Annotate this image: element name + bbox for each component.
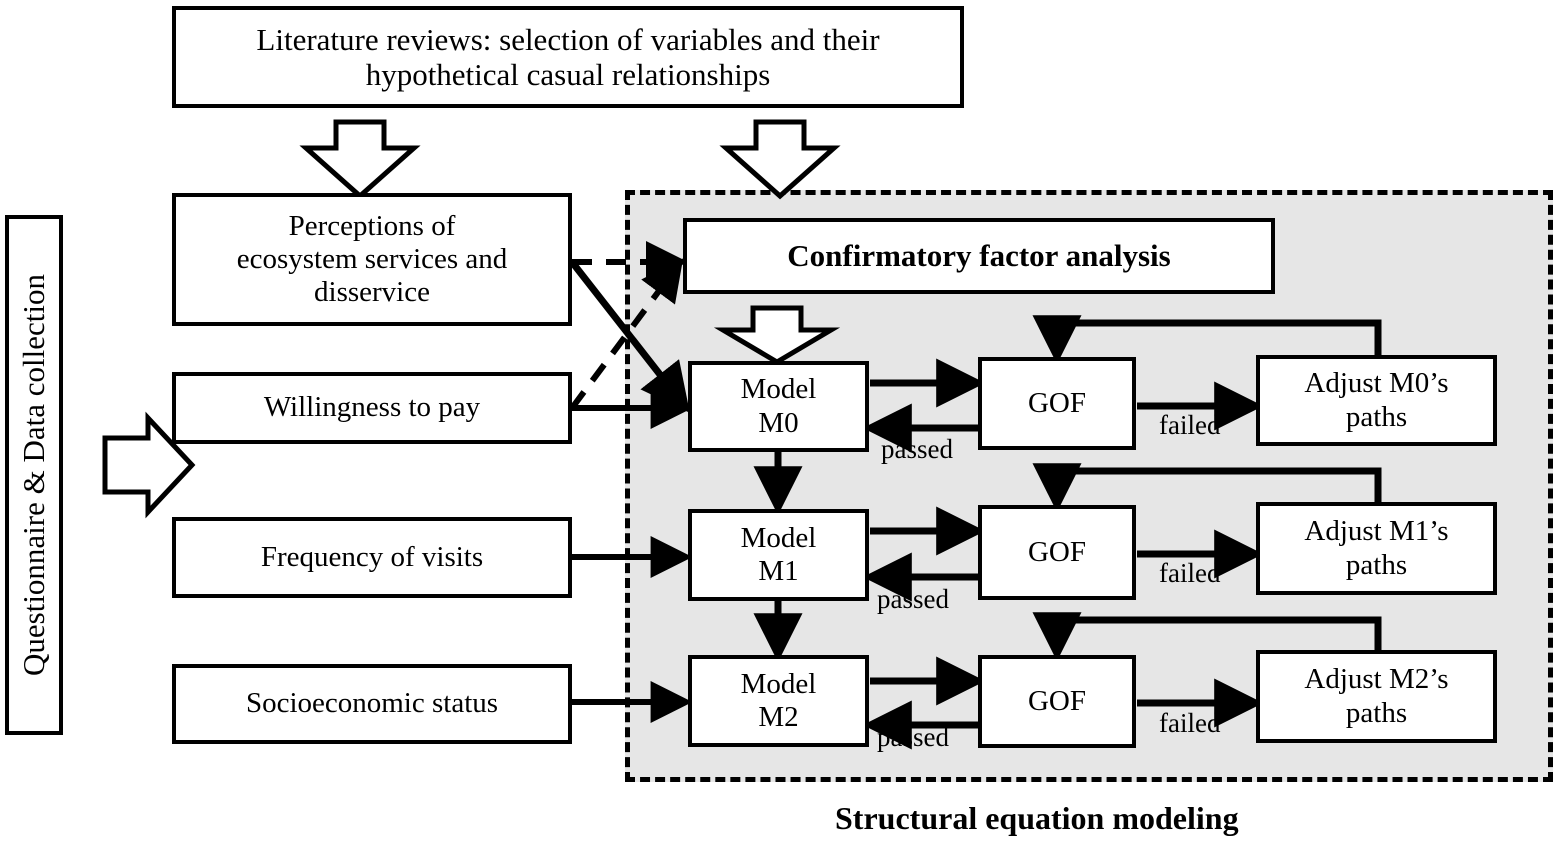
frequency-of-visits-label: Frequency of visits	[260, 540, 484, 573]
failed-label-row-2: failed	[1159, 708, 1221, 738]
willingness-to-pay-label: Willingness to pay	[263, 391, 481, 424]
passed-label-row-2: passed	[877, 722, 949, 752]
literature-reviews-box: Literature reviews: selection of variabl…	[172, 6, 964, 108]
perceptions-line-2: ecosystem services and	[236, 242, 508, 275]
model-m2-line-2: M2	[758, 701, 799, 733]
gof-label-row-1: GOF	[1027, 535, 1086, 568]
block-arrow-literature-right	[719, 119, 841, 200]
adjust-m1-line-1: Adjust M1’s	[1304, 515, 1449, 548]
failed-label-row-0: failed	[1159, 410, 1221, 440]
sem-caption-label: Structural equation modeling	[835, 800, 1239, 836]
model-box-m0: Model M0	[688, 361, 869, 452]
input-box-perceptions: Perceptions of ecosystem services and di…	[172, 193, 572, 326]
gof-label-row-2: GOF	[1027, 684, 1086, 717]
model-m1-line-2: M1	[758, 555, 799, 587]
questionnaire-data-collection-label: Questionnaire & Data collection	[16, 273, 51, 677]
gof-box-row-0: GOF	[978, 357, 1136, 450]
adjust-m2-line-2: paths	[1345, 696, 1408, 729]
input-box-willingness-to-pay: Willingness to pay	[172, 372, 572, 444]
adjust-paths-box-m0: Adjust M0’s paths	[1256, 355, 1497, 446]
model-box-m1: Model M1	[688, 509, 869, 601]
gof-label-row-0: GOF	[1027, 386, 1086, 419]
gof-box-row-2: GOF	[978, 655, 1136, 748]
adjust-paths-box-m2: Adjust M2’s paths	[1256, 650, 1497, 743]
adjust-m1-line-2: paths	[1345, 548, 1408, 581]
adjust-m0-line-1: Adjust M0’s	[1304, 367, 1449, 400]
confirmatory-factor-analysis-label: Confirmatory factor analysis	[787, 238, 1171, 274]
gof-box-row-1: GOF	[978, 505, 1136, 600]
failed-label-row-1: failed	[1159, 558, 1221, 588]
socioeconomic-status-label: Socioeconomic status	[245, 687, 499, 720]
adjust-paths-box-m1: Adjust M1’s paths	[1256, 502, 1497, 595]
questionnaire-data-collection-box: Questionnaire & Data collection	[5, 215, 63, 735]
model-m1-line-1: Model	[740, 521, 817, 554]
adjust-m0-line-2: paths	[1345, 400, 1408, 433]
passed-label-row-1: passed	[877, 584, 949, 614]
input-box-frequency-of-visits: Frequency of visits	[172, 517, 572, 598]
literature-reviews-line-1: Literature reviews: selection of variabl…	[256, 21, 880, 57]
passed-label-row-0: passed	[881, 434, 953, 464]
adjust-m2-line-1: Adjust M2’s	[1304, 663, 1449, 696]
literature-reviews-line-2: hypothetical casual relationships	[365, 57, 771, 92]
perceptions-line-1: Perceptions of	[288, 209, 456, 242]
model-m0-line-1: Model	[740, 373, 817, 406]
block-arrow-literature-left	[299, 119, 421, 200]
confirmatory-factor-analysis-box: Confirmatory factor analysis	[683, 218, 1275, 294]
model-m0-line-2: M0	[758, 406, 799, 439]
model-box-m2: Model M2	[688, 655, 869, 747]
input-box-socioeconomic-status: Socioeconomic status	[172, 664, 572, 744]
perceptions-line-3: disservice	[314, 276, 430, 309]
model-m2-line-1: Model	[740, 667, 817, 700]
